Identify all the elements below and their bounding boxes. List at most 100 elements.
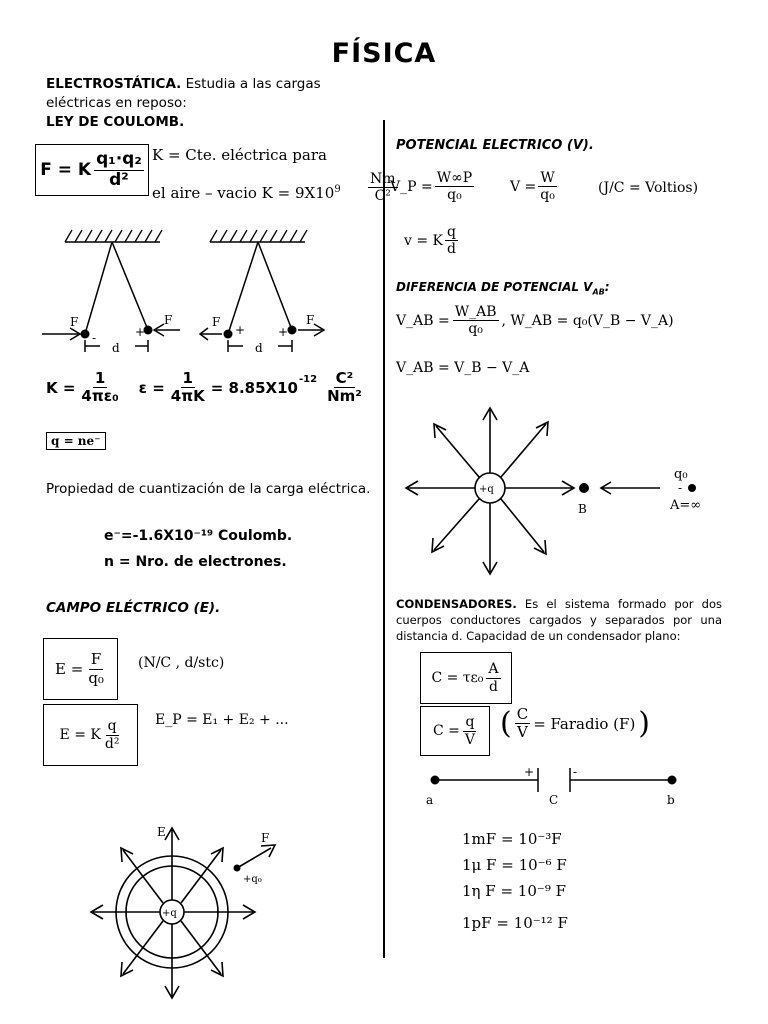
distance-label: d [255, 341, 263, 355]
cond-unit-rhs: = Faradio (F) [533, 714, 636, 733]
potential-heading: POTENCIAL ELECTRICO (V). [396, 138, 594, 153]
field-f1-num: F [88, 650, 104, 670]
page-title: FÍSICA [331, 38, 437, 69]
capacitance-units-list: 1mF = 10⁻³F 1μ F = 10⁻⁶ F 1η F = 10⁻⁹ F … [462, 826, 568, 936]
pot-f3-num: q [445, 224, 458, 242]
k-unit-den: C² [374, 188, 391, 205]
pot-f2-lhs: V = [510, 178, 537, 195]
unit-row: 1pF = 10⁻¹² F [462, 914, 568, 932]
electrostatics-text-2: eléctricas en reposo: [46, 95, 187, 111]
force-label: F [212, 315, 220, 329]
diff-f1-rhs: , W_AB = q₀(V_B − V_A) [501, 312, 674, 329]
k-den: 4πε₀ [81, 387, 119, 406]
k-lhs: K = [46, 378, 76, 397]
cond-f1-lhs: C = τε₀ [431, 670, 484, 686]
test-charge [688, 484, 696, 492]
field-f2-num: q [105, 718, 119, 736]
charge-ball [143, 325, 153, 335]
pot-f2-den: q₀ [540, 187, 555, 204]
pot-f1-lhs: V_P = [390, 178, 433, 195]
coulomb-pendulum-diagram: F - d + F F + d + F [42, 229, 326, 355]
electron-charge: e⁻=-1.6X10⁻¹⁹ Coulomb. [104, 528, 293, 544]
diff-heading-sub: AB [592, 287, 605, 297]
diff-f1-den: q₀ [468, 321, 483, 338]
field-f2-den: d² [104, 735, 120, 752]
electric-field-diagram: E F +q +q₀ [89, 825, 277, 1000]
terminal-b-label: b [667, 793, 675, 807]
test-charge [233, 864, 241, 872]
cond-f2-num: q [463, 714, 477, 732]
plus-label: + [135, 325, 145, 339]
diff-heading-text: DIFERENCIA DE POTENCIAL V [396, 280, 593, 294]
coulomb-den: d² [109, 169, 129, 190]
k-num: 1 [92, 369, 108, 389]
pot-f1-den: q₀ [447, 187, 462, 204]
cond-f2-lhs: C = [432, 723, 460, 739]
field-F-label: F [261, 831, 269, 845]
terminal-a [430, 775, 440, 785]
pot-f3-lhs: v = K [404, 232, 443, 249]
coulomb-heading: LEY DE COULOMB. [46, 114, 185, 130]
force-label: F [306, 313, 314, 327]
plate-plus-label: + [524, 765, 534, 779]
pot-f2-num: W [538, 170, 557, 188]
point-B-label: B [578, 502, 587, 516]
eps-value: = 8.85X10 [210, 378, 298, 397]
diff-f1-lhs: V_AB = [396, 312, 450, 329]
diff-f1-num: W_AB [452, 304, 499, 322]
unit-row: 1μ F = 10⁻⁶ F [462, 856, 567, 874]
field-f1-lhs: E = [55, 660, 84, 678]
quantization-text: Propiedad de cuantización de la carga el… [46, 481, 371, 497]
cond-unit-num: C [514, 705, 531, 725]
force-label: F [70, 315, 78, 329]
eps-unit-num: C² [333, 369, 356, 389]
terminal-a-label: a [426, 793, 433, 807]
capacitor-C-label: C [549, 793, 558, 807]
field-heading: CAMPO ELÉCTRICO (E). [46, 600, 221, 616]
plate-minus-label: - [573, 765, 577, 779]
electrostatics-text: Estudia a las cargas [181, 76, 321, 92]
eps-den: 4πK [170, 387, 205, 406]
coulomb-lhs: F = K [40, 160, 92, 180]
point-A-label: A=∞ [669, 498, 701, 513]
k-constant-text: K = Cte. eléctrica para [152, 146, 327, 164]
cond-f2-den: V [464, 731, 476, 748]
cond-f1-num: A [486, 661, 501, 679]
diff-formula-2: V_AB = V_B − V_A [396, 360, 530, 376]
point-B [579, 483, 589, 493]
unit-row: 1mF = 10⁻³F [462, 830, 562, 848]
capacitors-text: CONDENSADORES. Es el sistema formado por… [396, 596, 722, 644]
distance-label: d [112, 341, 120, 355]
k-value-text: el aire – vacio K = 9X109 [152, 184, 341, 202]
source-charge-label: +q [162, 908, 177, 919]
cond-f1-den: d [488, 678, 498, 695]
plus-label: + [278, 325, 288, 339]
field-E-label: E [157, 825, 166, 839]
cond-unit-den: V [517, 723, 528, 742]
capacitors-heading: CONDENSADORES. [396, 597, 517, 611]
capacitor-diagram: + - a C b [426, 765, 677, 807]
diff-heading-colon: : [604, 280, 610, 294]
field-units: (N/C , d/stc) [138, 655, 225, 671]
eps-exponent: -12 [298, 374, 318, 385]
field-f1-den: q₀ [88, 668, 104, 687]
terminal-b [667, 775, 677, 785]
charge-ball [223, 329, 233, 339]
charge-quant-formula: q = ne⁻ [46, 432, 106, 450]
k-unit-num: Nm [368, 171, 398, 189]
field-superposition: E_P = E₁ + E₂ + ... [155, 712, 289, 728]
plus-label: + [235, 323, 245, 337]
source-charge-label: +q [479, 484, 494, 495]
eps-unit-den: Nm² [327, 387, 362, 406]
pot-f3-den: d [447, 241, 456, 258]
potential-diff-heading: DIFERENCIA DE POTENCIAL VAB: [396, 280, 610, 296]
